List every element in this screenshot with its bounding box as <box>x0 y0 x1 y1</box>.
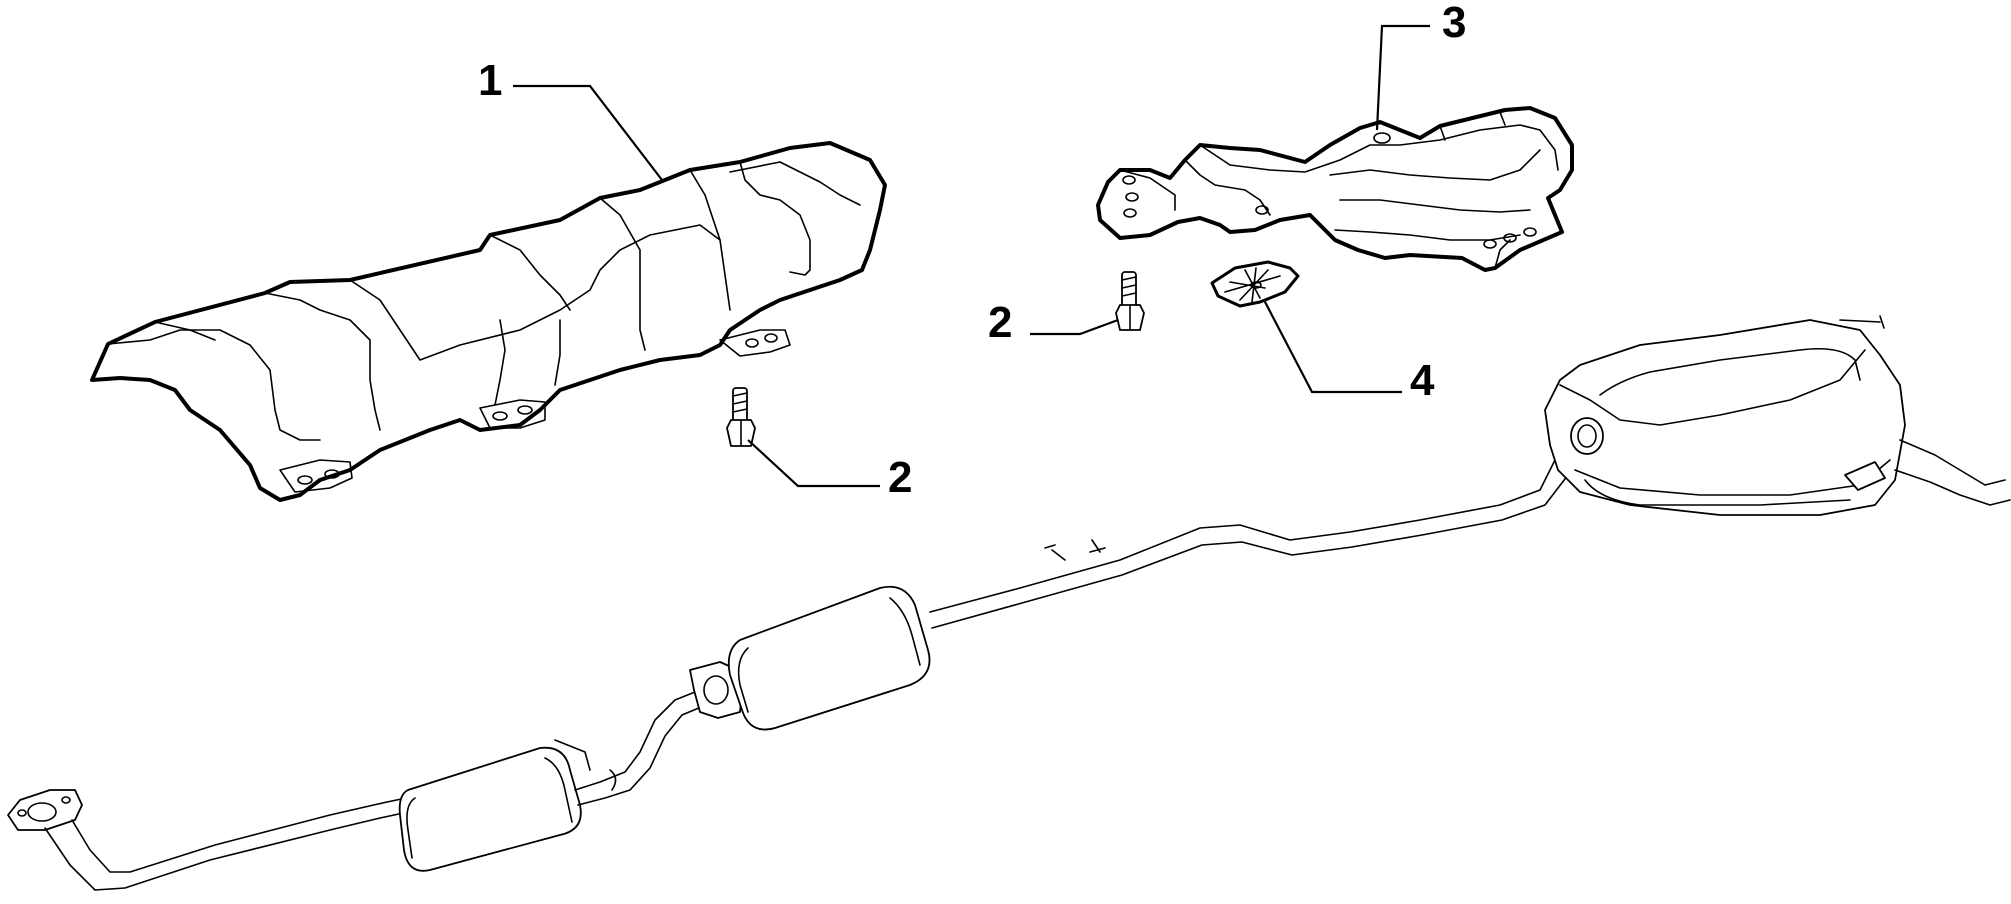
heat-shield-part-1[interactable] <box>90 141 887 502</box>
leader-line-2-left <box>747 439 880 488</box>
plate-part-4[interactable] <box>1210 260 1300 308</box>
leader-line-2-right <box>1030 318 1119 336</box>
exhaust-system-assembly <box>7 315 2011 891</box>
leader-line-1 <box>513 84 663 181</box>
bolt-part-2-right[interactable] <box>1115 271 1145 331</box>
callout-3: 3 <box>1442 0 1466 47</box>
callout-labels: 1 2 2 3 4 <box>478 0 1466 502</box>
bolt-part-2-left[interactable] <box>726 387 756 447</box>
callout-1: 1 <box>478 56 502 105</box>
leader-line-4 <box>1263 299 1402 394</box>
leader-lines <box>513 24 1430 488</box>
callout-2-right: 2 <box>988 298 1012 347</box>
leader-line-3 <box>1375 24 1430 131</box>
heat-shield-part-3[interactable] <box>1096 106 1574 272</box>
callout-4: 4 <box>1410 356 1435 405</box>
callout-2-left: 2 <box>888 453 912 502</box>
